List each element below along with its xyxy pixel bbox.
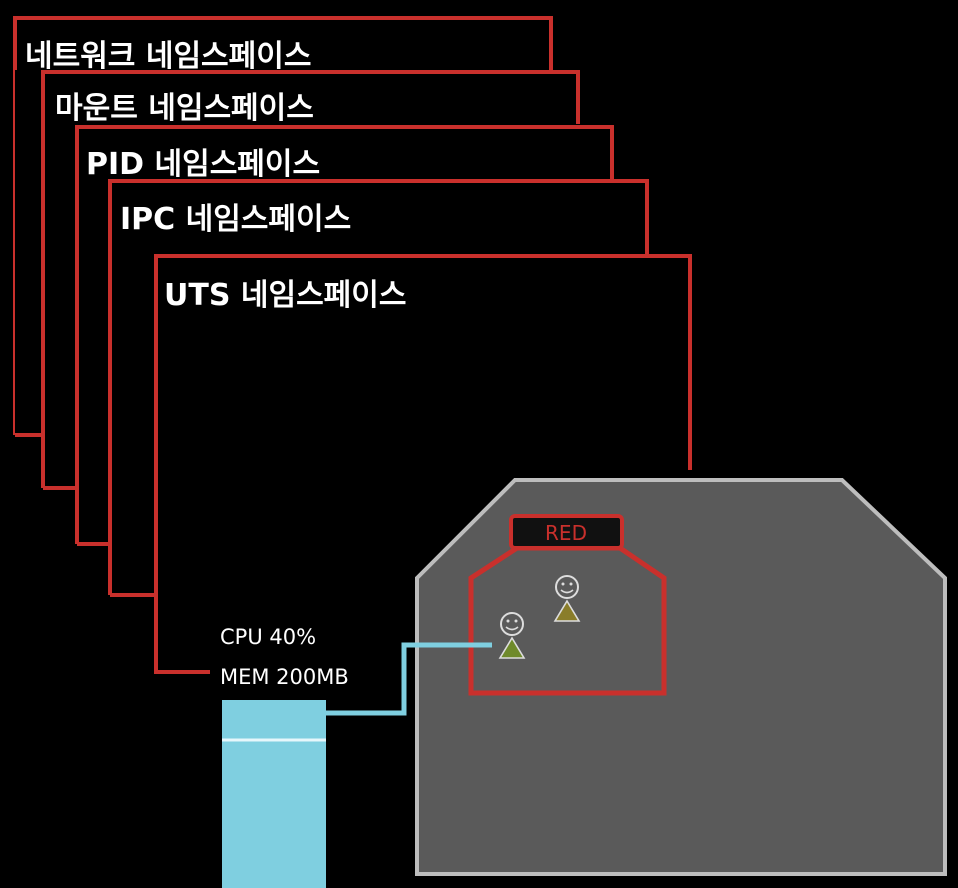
mount-namespace-border-bottom: [43, 486, 79, 544]
red-group-label: RED: [545, 521, 587, 545]
ipc-namespace-border-bottom: [110, 593, 210, 674]
person-1-face-icon: [555, 575, 579, 599]
uts-namespace-title: UTS 네임스페이스: [164, 278, 406, 313]
person-2-face-icon: [500, 612, 524, 636]
mem-stat: MEM 200MB: [220, 665, 349, 689]
namespace-frame-ipc: IPC 네임스페이스: [77, 179, 649, 595]
pid-namespace-title: PID 네임스페이스: [86, 147, 320, 182]
person-1-body-icon: [553, 599, 581, 622]
host-box: [415, 478, 947, 876]
namespace-frame-pid: PID 네임스페이스: [43, 125, 614, 544]
mount-namespace-title: 마운트 네임스페이스: [55, 91, 314, 126]
person-2-body-icon: [498, 636, 526, 659]
cpu-stat: CPU 40%: [220, 625, 316, 649]
pid-namespace-border-bottom: [77, 542, 112, 595]
process-person-1: [553, 575, 581, 622]
process-person-2: [498, 612, 526, 659]
network-namespace-border-bottom: [15, 433, 45, 488]
ipc-namespace-title: IPC 네임스페이스: [120, 202, 351, 237]
uts-namespace-border: [154, 254, 692, 600]
resource-box-body: [222, 700, 326, 888]
network-namespace-title: 네트워크 네임스페이스: [25, 39, 311, 74]
resource-link-line: [326, 642, 492, 716]
ipc-namespace-border: [108, 179, 649, 595]
namespace-frame-mount: 마운트 네임스페이스: [15, 70, 580, 488]
red-group-tag: [509, 514, 624, 550]
pid-namespace-border: [75, 125, 614, 544]
mount-namespace-border: [41, 70, 580, 488]
namespace-frame-uts: UTS 네임스페이스: [110, 254, 692, 674]
resource-box: [222, 700, 326, 888]
